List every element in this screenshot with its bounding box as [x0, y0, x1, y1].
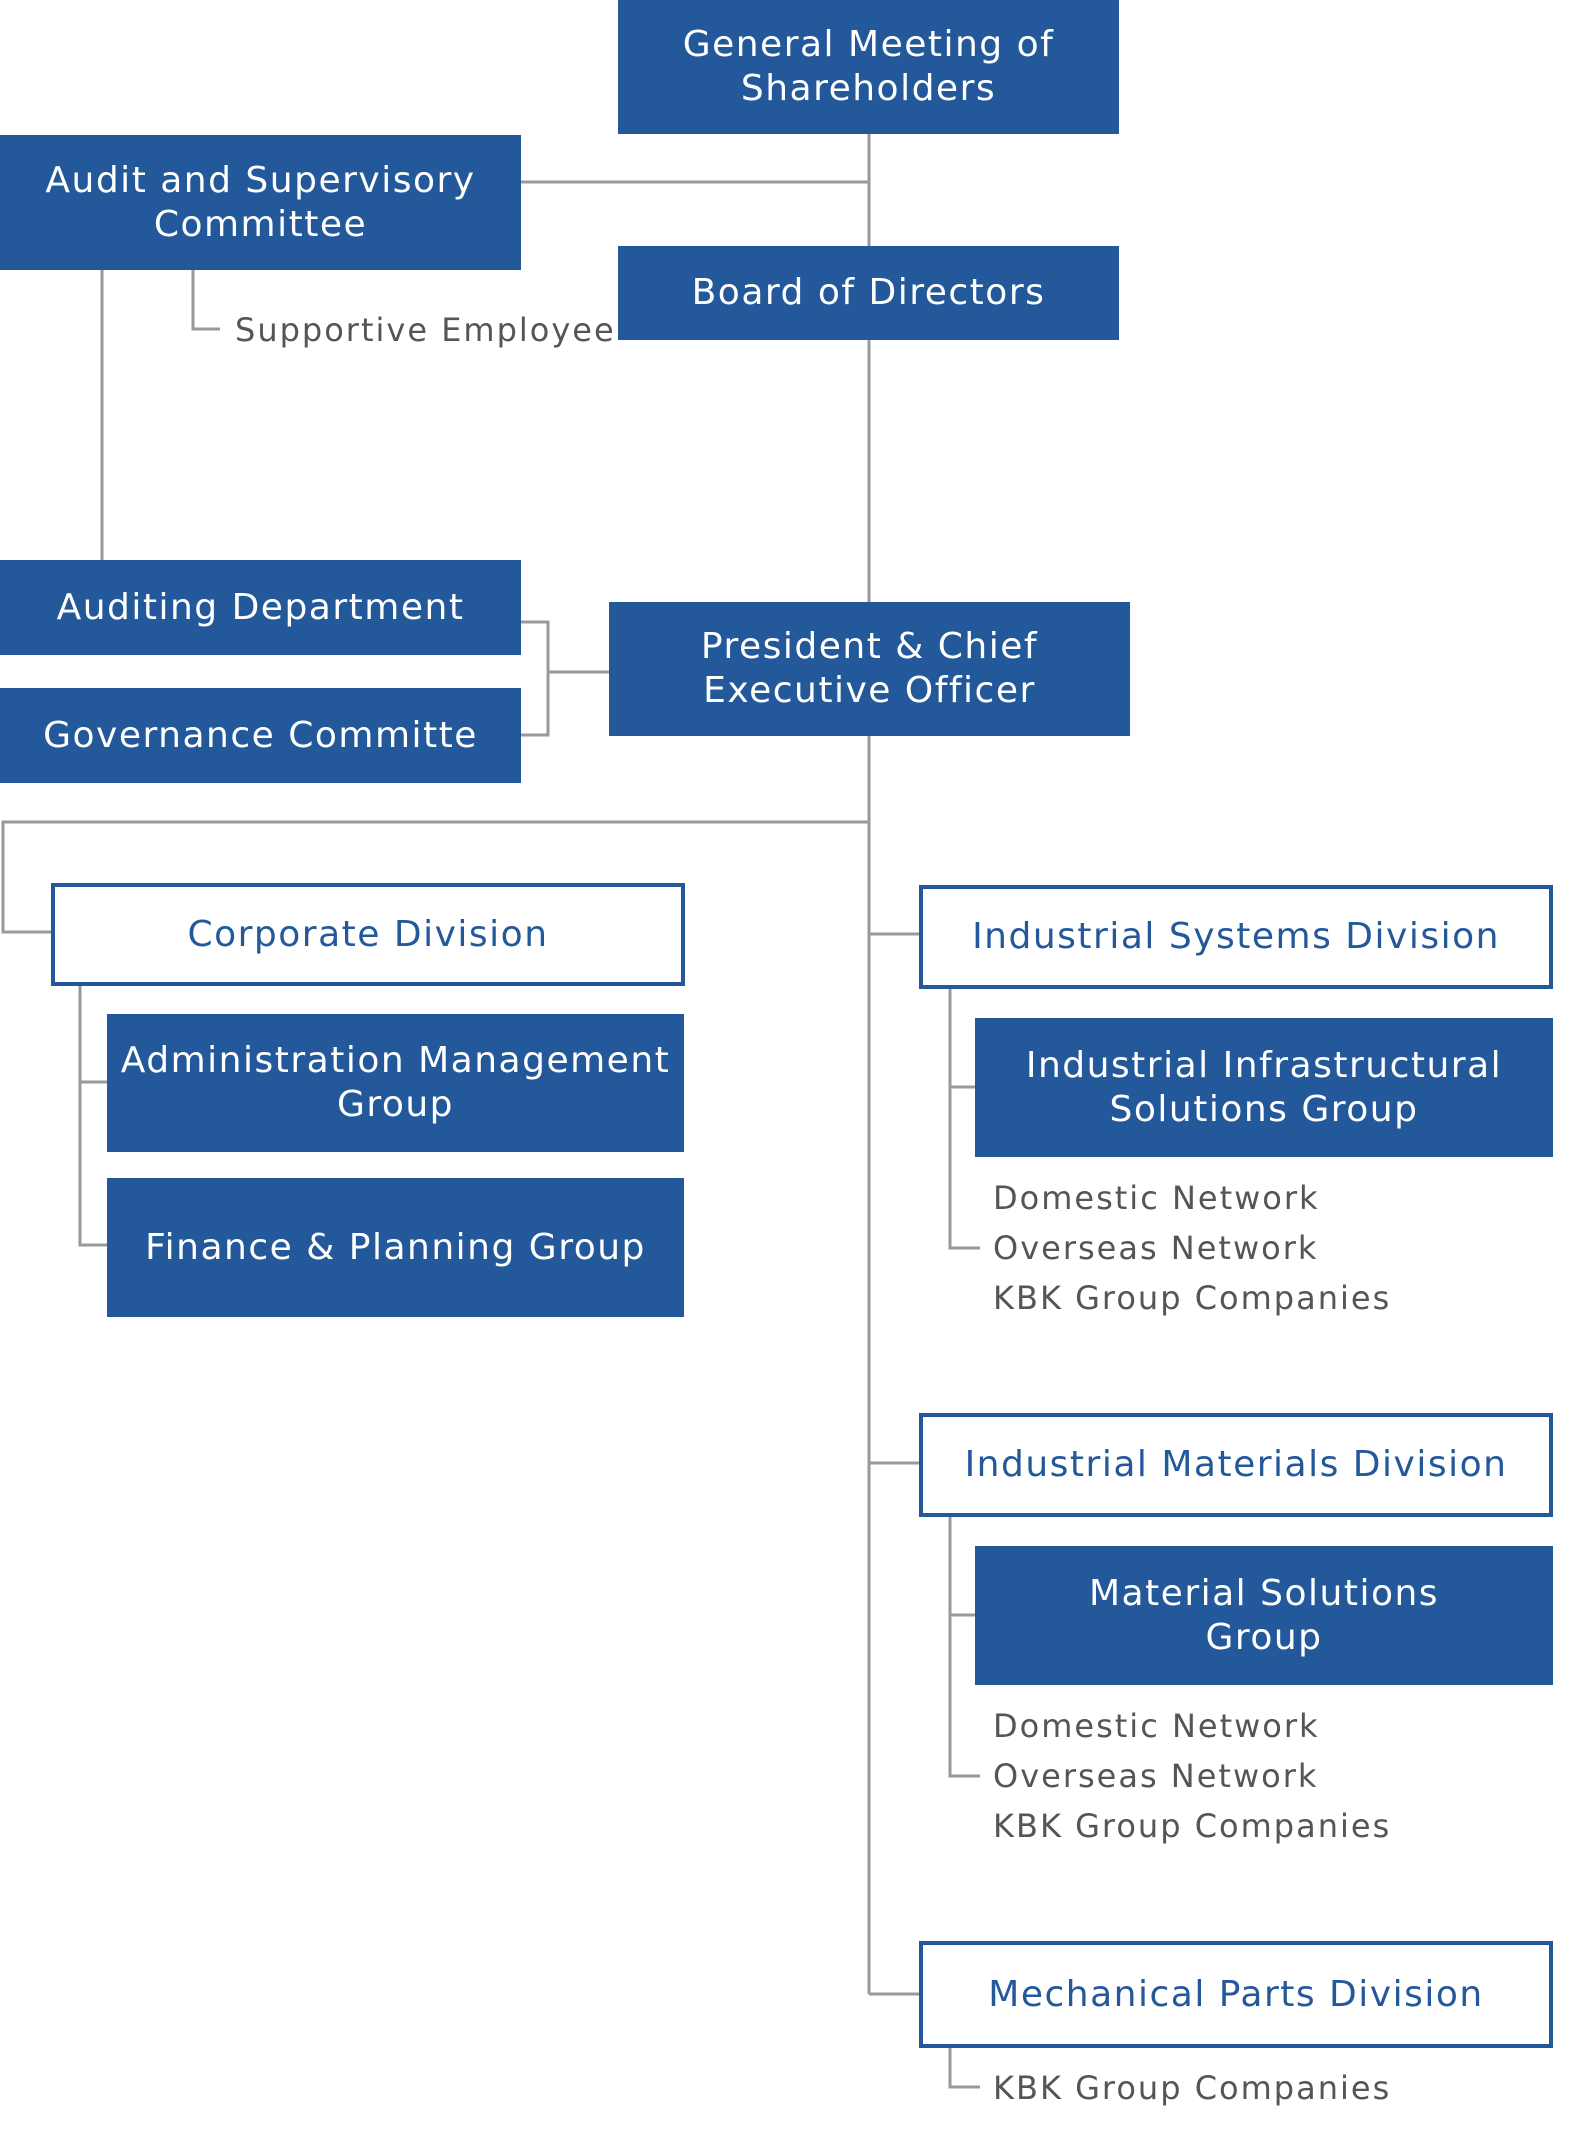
systems-groups — [948, 988, 980, 1250]
list-item: Domestic Network — [993, 1707, 1320, 1745]
administration-group-box: Administration Management Group — [107, 1014, 684, 1152]
materials-network-list: Domestic Network Overseas Network KBK Gr… — [993, 1701, 1391, 1851]
supportive-link — [191, 270, 220, 331]
list-item: Overseas Network — [993, 1229, 1319, 1267]
mechanical-list: KBK Group Companies — [993, 2063, 1391, 2113]
president-box: President & Chief Executive Officer — [609, 602, 1130, 736]
board-box: Board of Directors — [618, 246, 1119, 340]
dept-bracket — [521, 620, 550, 737]
audit-committee-box: Audit and Supervisory Committee — [0, 135, 521, 270]
auditing-department-box: Auditing Department — [0, 560, 521, 655]
list-item: KBK Group Companies — [993, 2069, 1392, 2107]
supportive-employee-label: Supportive Employee — [235, 311, 616, 349]
industrial-systems-division-box: Industrial Systems Division — [919, 885, 1553, 989]
general-meeting-box: General Meeting of Shareholders — [618, 0, 1119, 134]
corporate-division-box: Corporate Division — [51, 883, 685, 986]
mechanical-parts-division-box: Mechanical Parts Division — [919, 1941, 1553, 2048]
list-item: KBK Group Companies — [993, 1807, 1392, 1845]
list-item: KBK Group Companies — [993, 1279, 1392, 1317]
mechanical-groups — [948, 2048, 980, 2089]
infrastructure-group-box: Industrial Infrastructural Solutions Gro… — [975, 1018, 1553, 1157]
list-item: Domestic Network — [993, 1179, 1320, 1217]
corporate-groups — [78, 985, 107, 1247]
industrial-materials-division-box: Industrial Materials Division — [919, 1413, 1553, 1517]
systems-network-list: Domestic Network Overseas Network KBK Gr… — [993, 1173, 1391, 1323]
governance-committee-box: Governance Committe — [0, 688, 521, 783]
finance-group-box: Finance & Planning Group — [107, 1178, 684, 1317]
material-solutions-group-box: Material Solutions Group — [975, 1546, 1553, 1685]
corporate-branch — [1, 820, 869, 934]
materials-groups — [948, 1517, 980, 1778]
list-item: Overseas Network — [993, 1757, 1319, 1795]
